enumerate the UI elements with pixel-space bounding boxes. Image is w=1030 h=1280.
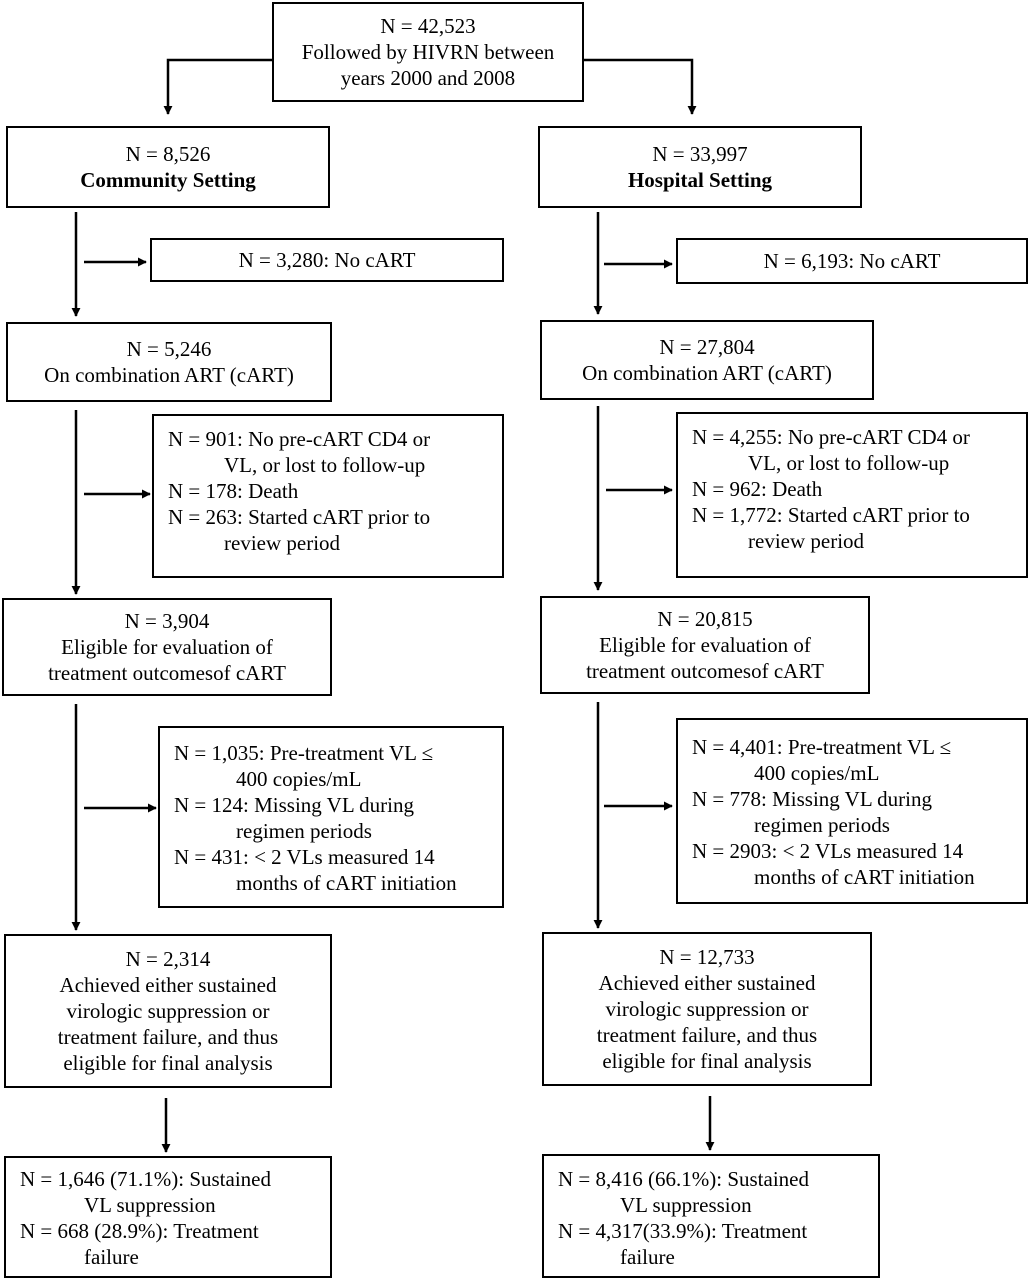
hospital-exclusion2-item-a: N = 4,401: Pre-treatment VL ≤ (692, 735, 951, 759)
hospital-on-cart-box: N = 27,804 On combination ART (cART) (540, 320, 874, 400)
community-final-line2: virologic suppression or (66, 999, 270, 1023)
community-on-cart-box: N = 5,246 On combination ART (cART) (6, 322, 332, 402)
hospital-no-cart-box: N = 6,193: No cART (676, 238, 1028, 284)
community-exclusion2-item-c-cont: months of cART initiation (236, 871, 457, 895)
hospital-setting-label: Hospital Setting (627, 168, 773, 192)
community-exclusion2-item-a-cont: 400 copies/mL (236, 767, 362, 791)
community-final-line4: eligible for final analysis (63, 1051, 273, 1075)
hospital-outcome-box: N = 8,416 (66.1%): Sustained VL suppress… (542, 1154, 880, 1278)
community-eligible-box: N = 3,904 Eligible for evaluation of tre… (2, 598, 332, 696)
hospital-outcome-suppression: N = 8,416 (66.1%): Sustained (558, 1167, 809, 1191)
hospital-eligible-line1: Eligible for evaluation of (599, 633, 811, 657)
community-exclusion2-item-c: N = 431: < 2 VLs measured 14 (174, 845, 435, 869)
hospital-exclusion1-item-a: N = 4,255: No pre-cART CD4 or (692, 425, 970, 449)
community-exclusion1-box: N = 901: No pre-cART CD4 or VL, or lost … (152, 414, 504, 578)
hospital-exclusion1-item-c: N = 1,772: Started cART prior to (692, 503, 970, 527)
community-exclusion1-item-a: N = 901: No pre-cART CD4 or (168, 427, 431, 451)
community-eligible-count: N = 3,904 (124, 609, 210, 633)
community-final-count: N = 2,314 (125, 947, 211, 971)
total-cohort-line2: years 2000 and 2008 (340, 66, 516, 90)
community-exclusion1-item-a-cont: VL, or lost to follow-up (224, 453, 426, 477)
hospital-exclusion2-item-b-cont: regimen periods (754, 813, 890, 837)
arrow-top-to-hospital (582, 58, 697, 115)
community-exclusion2-box: N = 1,035: Pre-treatment VL ≤ 400 copies… (158, 726, 504, 908)
hospital-exclusion2-item-c-cont: months of cART initiation (754, 865, 975, 889)
hospital-final-line2: virologic suppression or (605, 997, 809, 1021)
community-exclusion1-item-c-cont: review period (224, 531, 341, 555)
total-cohort-line1: Followed by HIVRN between (301, 40, 555, 64)
hospital-exclusion1-item-a-cont: VL, or lost to follow-up (748, 451, 950, 475)
community-setting-box: N = 8,526 Community Setting (6, 126, 330, 208)
community-exclusion2-item-a: N = 1,035: Pre-treatment VL ≤ (174, 741, 433, 765)
hospital-outcome-suppression-cont: VL suppression (620, 1193, 752, 1217)
community-outcome-failure: N = 668 (28.9%): Treatment (20, 1219, 259, 1243)
hospital-outcome-failure: N = 4,317(33.9%): Treatment (558, 1219, 808, 1243)
hospital-eligible-count: N = 20,815 (657, 607, 753, 631)
community-outcome-suppression: N = 1,646 (71.1%): Sustained (20, 1167, 271, 1191)
community-eligible-line1: Eligible for evaluation of (61, 635, 273, 659)
hospital-on-cart-count: N = 27,804 (659, 335, 755, 359)
community-final-line1: Achieved either sustained (59, 973, 277, 997)
community-outcome-failure-cont: failure (84, 1245, 139, 1269)
arrow-top-to-community (163, 58, 272, 115)
hospital-exclusion2-item-c: N = 2903: < 2 VLs measured 14 (692, 839, 964, 863)
hospital-exclusion2-item-a-cont: 400 copies/mL (754, 761, 880, 785)
hospital-setting-box: N = 33,997 Hospital Setting (538, 126, 862, 208)
hospital-final-line3: treatment failure, and thus (596, 1023, 818, 1047)
hospital-exclusion1-box: N = 4,255: No pre-cART CD4 or VL, or los… (676, 412, 1028, 578)
community-no-cart-text: N = 3,280: No cART (238, 248, 416, 272)
hospital-outcome-failure-cont: failure (620, 1245, 675, 1269)
community-exclusion2-item-b: N = 124: Missing VL during (174, 793, 414, 817)
community-no-cart-box: N = 3,280: No cART (150, 238, 504, 282)
community-on-cart-label: On combination ART (cART) (44, 363, 294, 387)
community-setting-label: Community Setting (80, 168, 256, 192)
community-outcome-suppression-cont: VL suppression (84, 1193, 216, 1217)
hospital-eligible-line2: treatment outcomesof cART (586, 659, 824, 683)
community-setting-count: N = 8,526 (125, 142, 211, 166)
community-exclusion1-item-c: N = 263: Started cART prior to (168, 505, 431, 529)
hospital-exclusion2-box: N = 4,401: Pre-treatment VL ≤ 400 copies… (676, 718, 1028, 904)
hospital-exclusion1-item-b: N = 962: Death (692, 477, 823, 501)
hospital-final-line4: eligible for final analysis (602, 1049, 812, 1073)
hospital-on-cart-label: On combination ART (cART) (582, 361, 832, 385)
community-on-cart-count: N = 5,246 (126, 337, 212, 361)
hospital-eligible-box: N = 20,815 Eligible for evaluation of tr… (540, 596, 870, 694)
hospital-exclusion1-item-c-cont: review period (748, 529, 865, 553)
hospital-final-count: N = 12,733 (659, 945, 755, 969)
total-cohort-box: N = 42,523 Followed by HIVRN between yea… (272, 2, 584, 102)
hospital-final-line1: Achieved either sustained (598, 971, 816, 995)
hospital-final-analysis-box: N = 12,733 Achieved either sustained vir… (542, 932, 872, 1086)
total-cohort-count: N = 42,523 (380, 14, 476, 38)
community-outcome-box: N = 1,646 (71.1%): Sustained VL suppress… (4, 1156, 332, 1278)
community-exclusion2-item-b-cont: regimen periods (236, 819, 372, 843)
community-final-analysis-box: N = 2,314 Achieved either sustained viro… (4, 934, 332, 1088)
community-eligible-line2: treatment outcomesof cART (48, 661, 286, 685)
hospital-setting-count: N = 33,997 (652, 142, 748, 166)
community-exclusion1-item-b: N = 178: Death (168, 479, 299, 503)
hospital-exclusion2-item-b: N = 778: Missing VL during (692, 787, 932, 811)
hospital-no-cart-text: N = 6,193: No cART (763, 249, 941, 273)
community-final-line3: treatment failure, and thus (57, 1025, 279, 1049)
